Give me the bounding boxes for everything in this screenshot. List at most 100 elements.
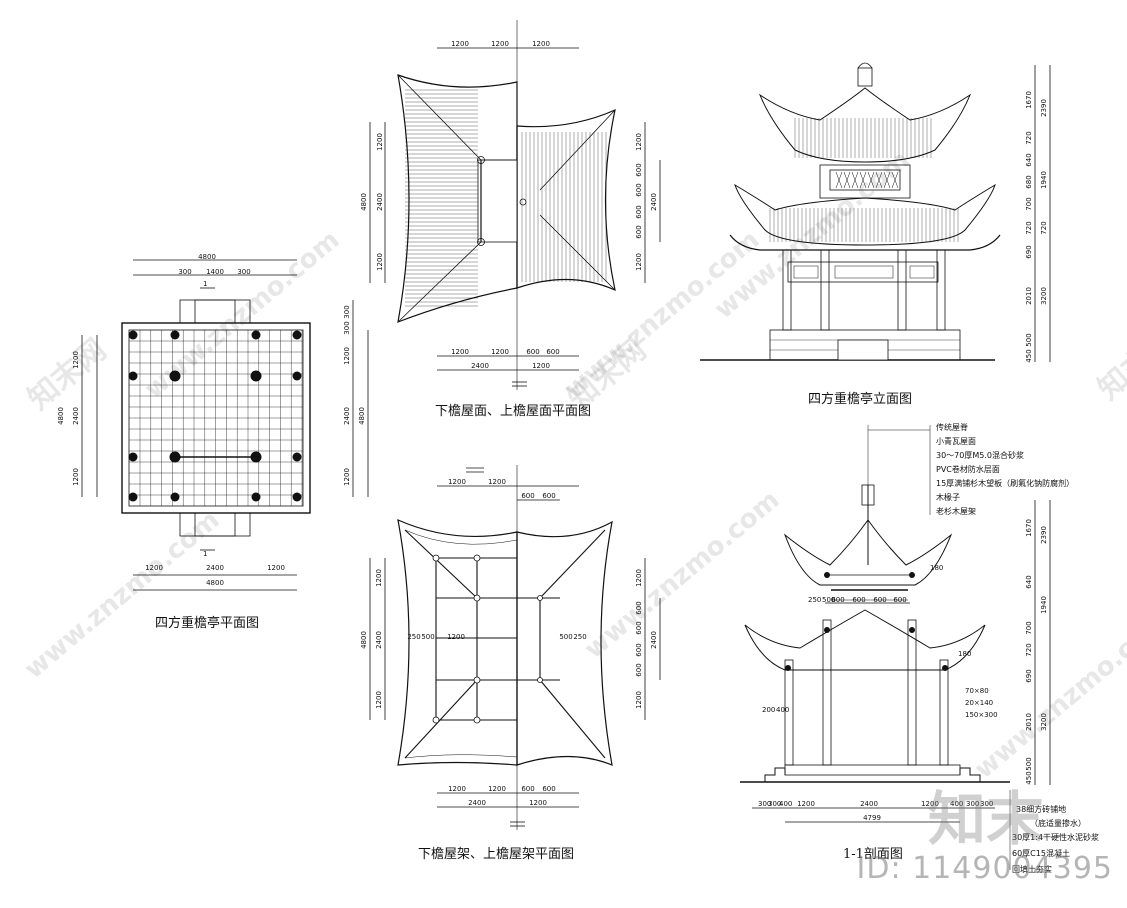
- dim-text: 500: [822, 596, 835, 604]
- dim-text: 720: [1025, 131, 1033, 144]
- dim-text: 250: [573, 633, 586, 641]
- dim-text: 600: [852, 596, 865, 604]
- dim-text: 500: [421, 633, 434, 641]
- title-section: 1-1剖面图: [843, 847, 903, 862]
- dim-text: 400: [950, 800, 963, 808]
- floor-note: 38细方砖铺地: [1016, 804, 1066, 814]
- dim-text: 1200: [343, 347, 351, 365]
- brand-logo: 知末: [928, 785, 1045, 853]
- dim-text: 2390: [1040, 526, 1048, 544]
- dim-text: 4800: [360, 631, 368, 649]
- dim-text: 1940: [1040, 171, 1048, 189]
- dim-text: 1200: [635, 569, 643, 587]
- dim-text: 300: [343, 305, 351, 318]
- dim-text: 400: [776, 706, 789, 714]
- dim-text: 1200: [375, 691, 383, 709]
- dim-text: 1200: [635, 253, 643, 271]
- dim-text: 4800: [358, 407, 366, 425]
- section-note: 15厚满铺杉木望板（刷氟化钠防腐剂）: [936, 478, 1074, 488]
- dim-text: 1200: [532, 40, 550, 48]
- dim-text: 2400: [72, 407, 80, 425]
- section: 180 180 70×80 20×140 150×300 传统屋脊 小青瓦屋面 …: [740, 422, 1099, 874]
- floor-grid: [129, 330, 303, 506]
- hatch-line: [891, 171, 899, 189]
- dim-text: 720: [1040, 221, 1048, 234]
- dim-text: 600: [831, 596, 844, 604]
- dim-text: 1200: [635, 691, 643, 709]
- section-note: 老杉木屋架: [936, 506, 976, 516]
- dim-text: 200: [762, 706, 775, 714]
- floor-plan: 4800 300 1400 300 1200 2400 1200 4800 1 …: [57, 253, 369, 591]
- dim-text: 1200: [72, 468, 80, 486]
- hatch-line: [851, 171, 859, 189]
- dim-text: 640: [1025, 153, 1033, 166]
- roof-plan: 1200 1200 1200 1200 2400 1200 4800 1200 …: [360, 20, 661, 390]
- dim-text: 600: [635, 621, 643, 634]
- dim-text: 250: [808, 596, 821, 604]
- dim-text: 600: [635, 643, 643, 656]
- dim-text: 1200: [532, 362, 550, 370]
- floor-note: 30厚1:4干硬性水泥砂浆: [1012, 832, 1099, 842]
- dim-text: 4800: [206, 579, 224, 587]
- member-label: 180: [958, 650, 971, 658]
- member-label: 70×80: [965, 687, 989, 695]
- dim-text: 2390: [1040, 99, 1048, 117]
- dim-text: 1200: [145, 564, 163, 572]
- dim-text: 500: [1025, 757, 1033, 770]
- elevation: 1670 720 640 680 700 720 690 2010 500 45…: [700, 62, 1051, 363]
- dim-text: 2400: [650, 193, 658, 211]
- title-frame-plan: 下檐屋架、上檐屋架平面图: [418, 847, 575, 862]
- dim-text: 1200: [921, 800, 939, 808]
- section-note: 木椽子: [936, 492, 960, 502]
- dim-text: 600: [873, 596, 886, 604]
- title-elevation: 四方重檐亭立面图: [808, 392, 913, 407]
- dim-text: 2400: [206, 564, 224, 572]
- dim-text: 600: [635, 163, 643, 176]
- title-roof-plan: 下檐屋面、上檐屋面平面图: [435, 404, 592, 419]
- dim-text: 600: [521, 785, 534, 793]
- dim-text: 1200: [448, 478, 466, 486]
- dim-text: 450: [1025, 771, 1033, 784]
- dim-text: 2400: [376, 193, 384, 211]
- dim-text: 2010: [1025, 287, 1033, 305]
- dim-text: 4800: [57, 407, 65, 425]
- dim-text: 1940: [1040, 596, 1048, 614]
- dim-text: 1200: [72, 351, 80, 369]
- floor-note: （底适量掺水）: [1030, 818, 1086, 828]
- dim-text: 700: [1025, 621, 1033, 634]
- dim-text: 250: [407, 633, 420, 641]
- dim-text: 3200: [1040, 713, 1048, 731]
- dim-text: 680: [1025, 175, 1033, 188]
- dim-text: 2400: [650, 631, 658, 649]
- dim-text: 600: [635, 205, 643, 218]
- floor-note: 回填土夯实: [1012, 864, 1052, 874]
- member-label: 20×140: [965, 699, 993, 707]
- member-label: 180: [930, 564, 943, 572]
- dim-text: 500: [1025, 333, 1033, 346]
- dim-text: 600: [893, 596, 906, 604]
- dim-text: 1200: [375, 569, 383, 587]
- dim-text: 1670: [1025, 91, 1033, 109]
- dim-text: 600: [521, 492, 534, 500]
- dim-text: 1200: [376, 253, 384, 271]
- dim-text: 1200: [451, 40, 469, 48]
- section-marker: 1: [203, 550, 207, 558]
- dim-text: 500: [559, 633, 572, 641]
- dim-text: 300: [178, 268, 191, 276]
- dim-text: 450: [1025, 349, 1033, 362]
- dim-text: 2010: [1025, 713, 1033, 731]
- dim-text: 600: [542, 492, 555, 500]
- dim-text: 600: [635, 183, 643, 196]
- dim-text: 400: [779, 800, 792, 808]
- dim-text: 1200: [376, 133, 384, 151]
- dim-text: 300: [343, 321, 351, 334]
- dim-text: 1200: [491, 348, 509, 356]
- section-note: PVC卷材防水层面: [936, 464, 1000, 474]
- dim-text: 1400: [206, 268, 224, 276]
- dim-text: 2400: [343, 407, 351, 425]
- section-note: 传统屋脊: [936, 422, 968, 432]
- dim-text: 1200: [451, 348, 469, 356]
- dim-text: 1200: [447, 633, 465, 641]
- dim-text: 600: [635, 663, 643, 676]
- hatch-line: [883, 171, 891, 189]
